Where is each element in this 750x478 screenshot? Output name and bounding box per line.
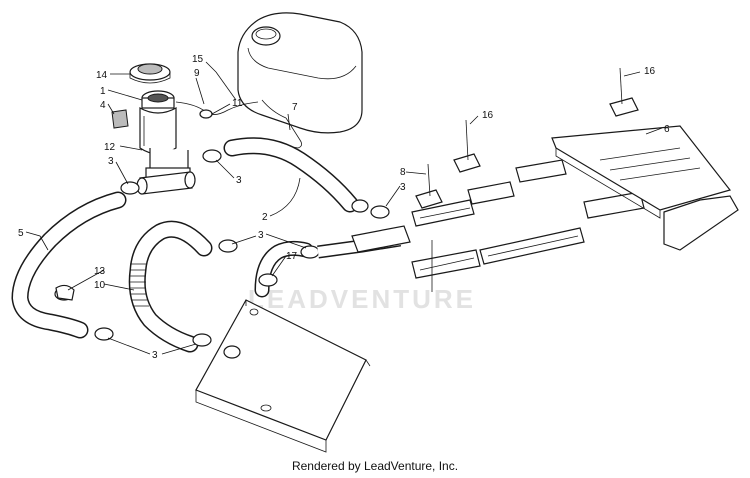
bracket [111,109,129,129]
hose-clamp [199,109,213,119]
heat-exchanger [195,299,371,453]
callout-16: 16 [482,110,494,121]
filler-neck [139,90,191,181]
callout-7: 7 [292,102,298,113]
callout-3: 3 [258,230,264,241]
callout-17: 17 [286,251,298,262]
callout-5: 5 [18,228,24,239]
callout-16: 16 [644,66,656,77]
callout-14: 14 [96,70,108,81]
callout-13: 13 [94,266,106,277]
callout-12: 12 [104,142,116,153]
watermark: LEADVENTURE [248,284,476,314]
callout-9: 9 [194,68,200,79]
callout-1: 1 [100,86,106,97]
footer-credit: Rendered by LeadVenture, Inc. [291,459,459,473]
reservoir-tank [237,12,363,149]
bolt [215,71,237,101]
callout-11: 11 [232,98,243,109]
callout-4: 4 [100,100,106,111]
callout-6: 6 [664,124,670,135]
tee-fitting [136,171,196,195]
callout-8: 8 [400,167,406,178]
callout-3: 3 [108,156,114,167]
mounting-brackets [415,67,639,292]
callout-15: 15 [192,54,204,65]
leader-lines [25,61,663,355]
callout-3: 3 [236,175,242,186]
overflow-hose [175,101,259,115]
callout-labels: 14 1 4 12 3 15 9 11 7 3 16 16 6 8 3 2 5 … [18,54,670,361]
callout-10: 10 [94,280,106,291]
callout-3: 3 [152,350,158,361]
radiator-cap [129,63,171,84]
tunnel-coolers [351,159,645,279]
hose-clip [55,284,75,301]
callout-3: 3 [400,182,406,193]
callout-2: 2 [262,212,268,223]
cooler-cover [551,125,739,251]
